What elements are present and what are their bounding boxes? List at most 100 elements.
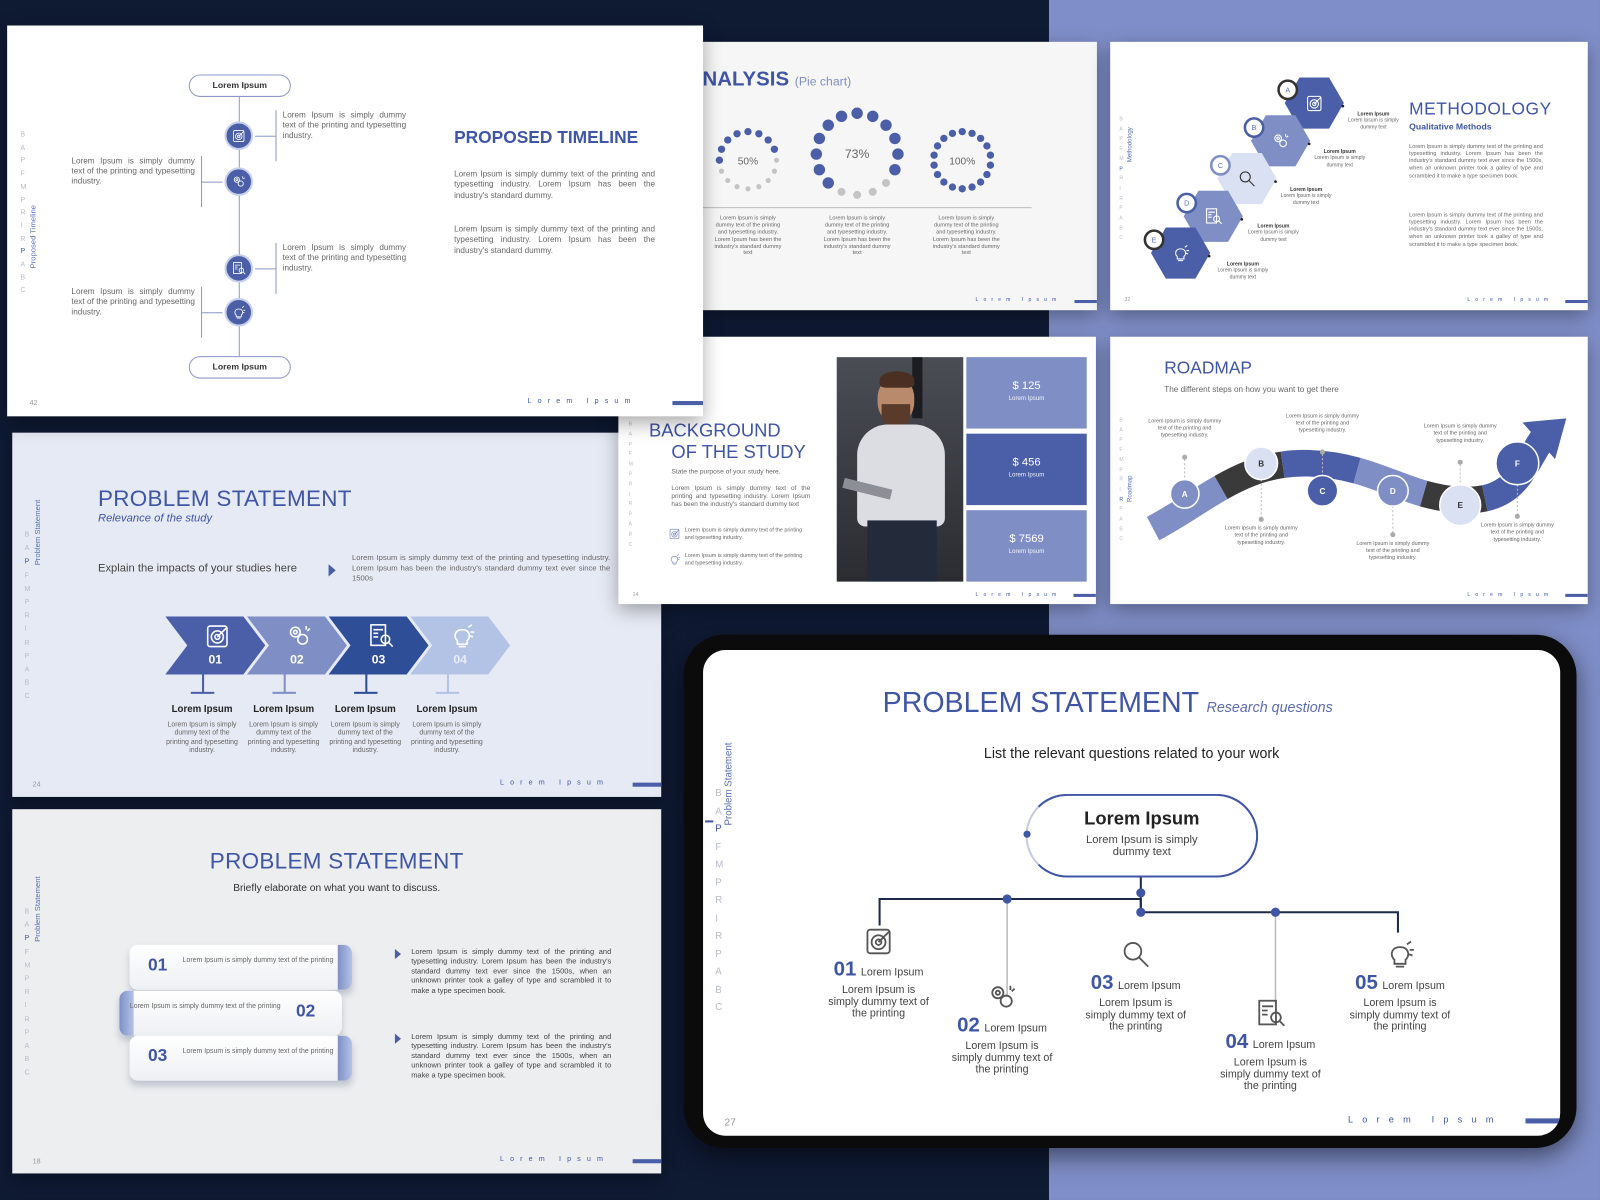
- nav-letter[interactable]: M: [24, 585, 31, 593]
- nav-letter[interactable]: M: [1119, 456, 1124, 464]
- nav-letter[interactable]: F: [24, 948, 29, 956]
- nav-letter[interactable]: I: [1119, 486, 1121, 493]
- nav-letter[interactable]: I: [20, 222, 23, 230]
- step-chevron-01[interactable]: 01: [165, 616, 266, 675]
- timeline-node-icon[interactable]: [224, 297, 254, 327]
- nav-letter[interactable]: B: [628, 531, 632, 538]
- nav-letter[interactable]: P: [20, 157, 26, 165]
- nav-letter[interactable]: A: [628, 431, 632, 438]
- nav-letter[interactable]: I: [1119, 185, 1121, 192]
- nav-letter[interactable]: C: [715, 1002, 723, 1014]
- nav-letter[interactable]: F: [1119, 447, 1123, 454]
- nav-letter[interactable]: I: [715, 912, 718, 924]
- nav-letter[interactable]: I: [24, 1002, 27, 1010]
- nav-letter[interactable]: A: [715, 805, 722, 817]
- nav-letter[interactable]: B: [20, 274, 26, 282]
- nav-letter[interactable]: B: [24, 908, 30, 916]
- nav-letter[interactable]: R: [628, 481, 633, 488]
- nav-letter[interactable]: P: [628, 471, 632, 478]
- step-circle-d[interactable]: [1376, 474, 1409, 507]
- nav-letter[interactable]: B: [715, 787, 722, 799]
- nav-letter[interactable]: A: [24, 666, 30, 674]
- nav-letter[interactable]: P: [628, 441, 632, 448]
- step-circle-a[interactable]: [1169, 478, 1200, 509]
- nav-letter[interactable]: M: [715, 859, 724, 871]
- nav-letter[interactable]: F: [24, 572, 29, 580]
- nav-letter[interactable]: F: [715, 841, 722, 853]
- nav-letter[interactable]: B: [24, 1056, 30, 1064]
- nav-letter[interactable]: I: [24, 625, 27, 634]
- nav-letter[interactable]: P: [24, 652, 30, 661]
- nav-letter[interactable]: F: [1119, 146, 1123, 153]
- nav-letter[interactable]: P: [1119, 466, 1123, 473]
- nav-letter[interactable]: C: [24, 693, 30, 701]
- nav-letter[interactable]: R: [24, 612, 30, 620]
- step-circle-e[interactable]: [1439, 483, 1482, 527]
- nav-letter[interactable]: B: [715, 984, 722, 996]
- nav-letter[interactable]: A: [24, 921, 30, 929]
- nav-letter[interactable]: A: [20, 261, 26, 269]
- nav-letter[interactable]: M: [628, 461, 633, 468]
- nav-letter[interactable]: C: [628, 541, 633, 548]
- nav-letter[interactable]: C: [24, 1069, 30, 1077]
- nav-letter[interactable]: B: [1119, 116, 1123, 123]
- nav-letter[interactable]: M: [24, 962, 31, 970]
- nav-letter[interactable]: P: [1119, 205, 1123, 212]
- timeline-node-icon[interactable]: [224, 121, 254, 150]
- nav-letter[interactable]: C: [20, 287, 26, 295]
- nav-letter[interactable]: P: [24, 975, 30, 983]
- nav-letter[interactable]: R: [1119, 496, 1124, 503]
- nav-letter[interactable]: I: [628, 491, 630, 498]
- nav-letter[interactable]: R: [1119, 175, 1124, 182]
- nav-letter[interactable]: R: [715, 930, 723, 942]
- nav-letter[interactable]: R: [628, 501, 633, 508]
- timeline-node-icon[interactable]: [224, 254, 254, 283]
- nav-letter[interactable]: P: [715, 823, 722, 835]
- nav-letter[interactable]: P: [24, 1029, 30, 1037]
- nav-letter[interactable]: P: [20, 248, 26, 256]
- nav-letter[interactable]: A: [1119, 516, 1123, 523]
- nav-letter[interactable]: M: [1119, 155, 1124, 163]
- nav-letter[interactable]: B: [24, 679, 30, 687]
- nav-letter[interactable]: R: [24, 1015, 30, 1024]
- nav-letter[interactable]: B: [1119, 417, 1123, 424]
- nav-letter[interactable]: C: [1119, 235, 1124, 242]
- nav-letter[interactable]: A: [20, 144, 26, 152]
- nav-letter[interactable]: A: [24, 1042, 30, 1051]
- nav-letter[interactable]: P: [715, 877, 722, 889]
- nav-letter[interactable]: R: [1119, 195, 1124, 202]
- nav-letter[interactable]: P: [1119, 506, 1123, 513]
- nav-letter[interactable]: R: [24, 988, 30, 997]
- nav-letter[interactable]: P: [24, 598, 30, 607]
- nav-letter[interactable]: B: [1119, 526, 1123, 533]
- nav-letter[interactable]: F: [628, 451, 632, 458]
- nav-letter[interactable]: A: [1119, 126, 1123, 133]
- nav-letter[interactable]: C: [1119, 536, 1124, 543]
- nav-letter[interactable]: P: [20, 196, 26, 204]
- nav-letter[interactable]: A: [715, 966, 722, 978]
- nav-letter[interactable]: M: [20, 183, 27, 191]
- nav-letter[interactable]: F: [20, 170, 25, 178]
- nav-letter[interactable]: R: [24, 639, 30, 647]
- analysis-slide[interactable]: ANALYSIS (Pie chart) 50%73%100% Lorem Ip…: [702, 41, 1097, 311]
- nav-letter[interactable]: R: [715, 894, 723, 907]
- nav-letter[interactable]: P: [24, 558, 30, 566]
- timeline-node-icon[interactable]: [224, 167, 254, 196]
- step-circle-f[interactable]: [1495, 441, 1540, 486]
- nav-letter[interactable]: R: [20, 235, 26, 243]
- nav-letter[interactable]: A: [628, 521, 632, 528]
- nav-letter[interactable]: A: [1119, 215, 1123, 222]
